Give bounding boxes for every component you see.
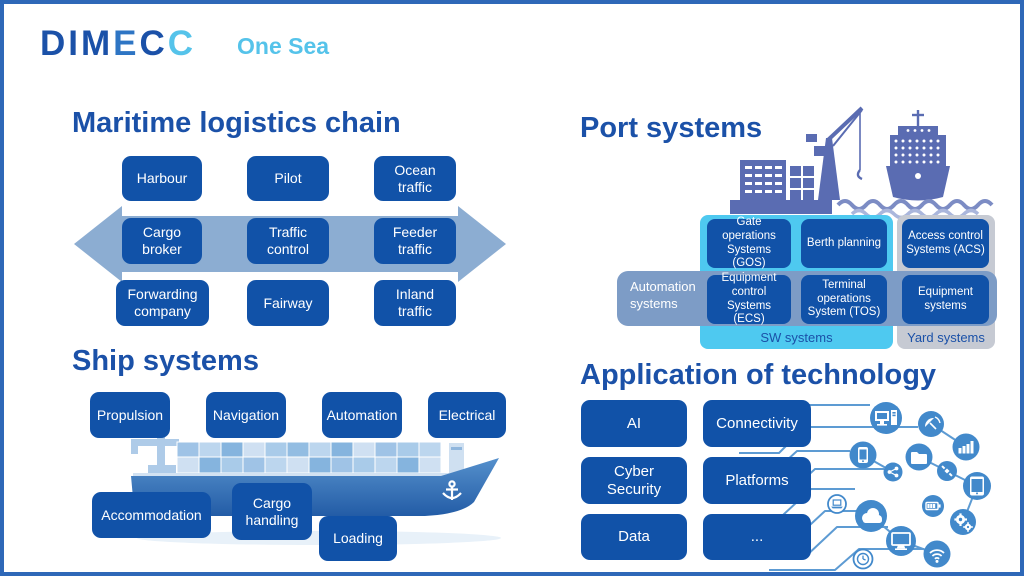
ship-box-accommodation: Accommodation bbox=[92, 492, 211, 538]
dimecc-logo: DIMECC bbox=[40, 24, 197, 63]
ship-box-cargo-handling: Cargo handling bbox=[232, 483, 312, 540]
maritime-box-traffic-control: Traffic control bbox=[247, 218, 329, 264]
ship-title: Ship systems bbox=[72, 345, 259, 377]
port-title: Port systems bbox=[580, 112, 763, 144]
maritime-box-pilot: Pilot bbox=[247, 156, 329, 201]
tablet-icon bbox=[963, 472, 991, 500]
maritime-title: Maritime logistics chain bbox=[72, 107, 401, 139]
share-icon bbox=[883, 462, 903, 482]
laptop-icon bbox=[827, 494, 847, 514]
port-crane-icon bbox=[806, 106, 864, 200]
cloud-icon bbox=[855, 500, 887, 532]
tech-box-cyber-security: Cyber Security bbox=[581, 457, 687, 504]
satellite-dish-icon bbox=[918, 411, 944, 437]
bar-chart-icon bbox=[952, 433, 980, 461]
maritime-box-forwarding-company: Forwarding company bbox=[116, 280, 209, 326]
tech-box-platforms: Platforms bbox=[703, 457, 811, 504]
ship-box-loading: Loading bbox=[319, 516, 397, 561]
ship-box-electrical: Electrical bbox=[428, 392, 506, 438]
port-ship-icon bbox=[886, 110, 950, 201]
ship-bridge-tower bbox=[449, 443, 464, 473]
ship-box-navigation: Navigation bbox=[206, 392, 286, 438]
port-illustration bbox=[730, 106, 994, 220]
ship-hull bbox=[131, 458, 499, 516]
maritime-box-feeder-traffic: Feeder traffic bbox=[374, 218, 456, 264]
maritime-box-harbour: Harbour bbox=[122, 156, 202, 201]
ship-containers bbox=[176, 441, 442, 474]
tech-box-connectivity: Connectivity bbox=[703, 400, 811, 447]
tech-box-ai: AI bbox=[581, 400, 687, 447]
smartphone-icon bbox=[849, 441, 877, 469]
port-box-access-control: Access control Systems (ACS) bbox=[902, 219, 989, 268]
ship-gantry-crane-icon bbox=[131, 429, 179, 475]
satellite-icon bbox=[937, 461, 957, 481]
tech-box-more: ... bbox=[703, 514, 811, 560]
tech-box-data: Data bbox=[581, 514, 687, 560]
tech-title: Application of technology bbox=[580, 359, 937, 391]
technology-illustration bbox=[739, 402, 991, 571]
yard-systems-label: Yard systems bbox=[907, 330, 985, 345]
port-box-gate-operations: Gate operations Systems (GOS) bbox=[707, 216, 791, 269]
port-box-equipment-control: Equipment control Systems (ECS) bbox=[707, 272, 791, 325]
port-box-berth-planning: Berth planning bbox=[801, 219, 887, 268]
waves bbox=[836, 199, 994, 211]
building-windows bbox=[745, 166, 782, 193]
ship-box-automation: Automation bbox=[322, 392, 402, 438]
maritime-box-cargo-broker: Cargo broker bbox=[122, 218, 202, 264]
port-box-terminal-operations: Terminal operations System (TOS) bbox=[801, 275, 887, 324]
quay bbox=[730, 200, 832, 214]
maritime-box-inland-traffic: Inland traffic bbox=[374, 280, 456, 326]
ship-box-propulsion: Propulsion bbox=[90, 392, 170, 438]
port-box-equipment-systems: Equipment systems bbox=[902, 275, 989, 324]
logo-letters: DIM bbox=[40, 24, 114, 63]
maritime-box-ocean-traffic: Ocean traffic bbox=[374, 156, 456, 201]
desktop-computer-icon bbox=[870, 402, 902, 434]
anchor-icon bbox=[442, 480, 462, 500]
gears-icon bbox=[950, 509, 976, 535]
container-ship-illustration bbox=[131, 429, 501, 545]
folder-icon bbox=[905, 443, 933, 471]
sw-systems-label: SW systems bbox=[760, 330, 833, 345]
clock-icon bbox=[852, 548, 874, 570]
one-sea-tagline: One Sea bbox=[237, 33, 330, 59]
battery-icon bbox=[922, 495, 944, 517]
monitor-icon bbox=[886, 526, 916, 556]
maritime-box-fairway: Fairway bbox=[247, 280, 329, 326]
wifi-icon bbox=[923, 540, 951, 568]
automation-systems-label: Automation systems bbox=[630, 279, 696, 311]
